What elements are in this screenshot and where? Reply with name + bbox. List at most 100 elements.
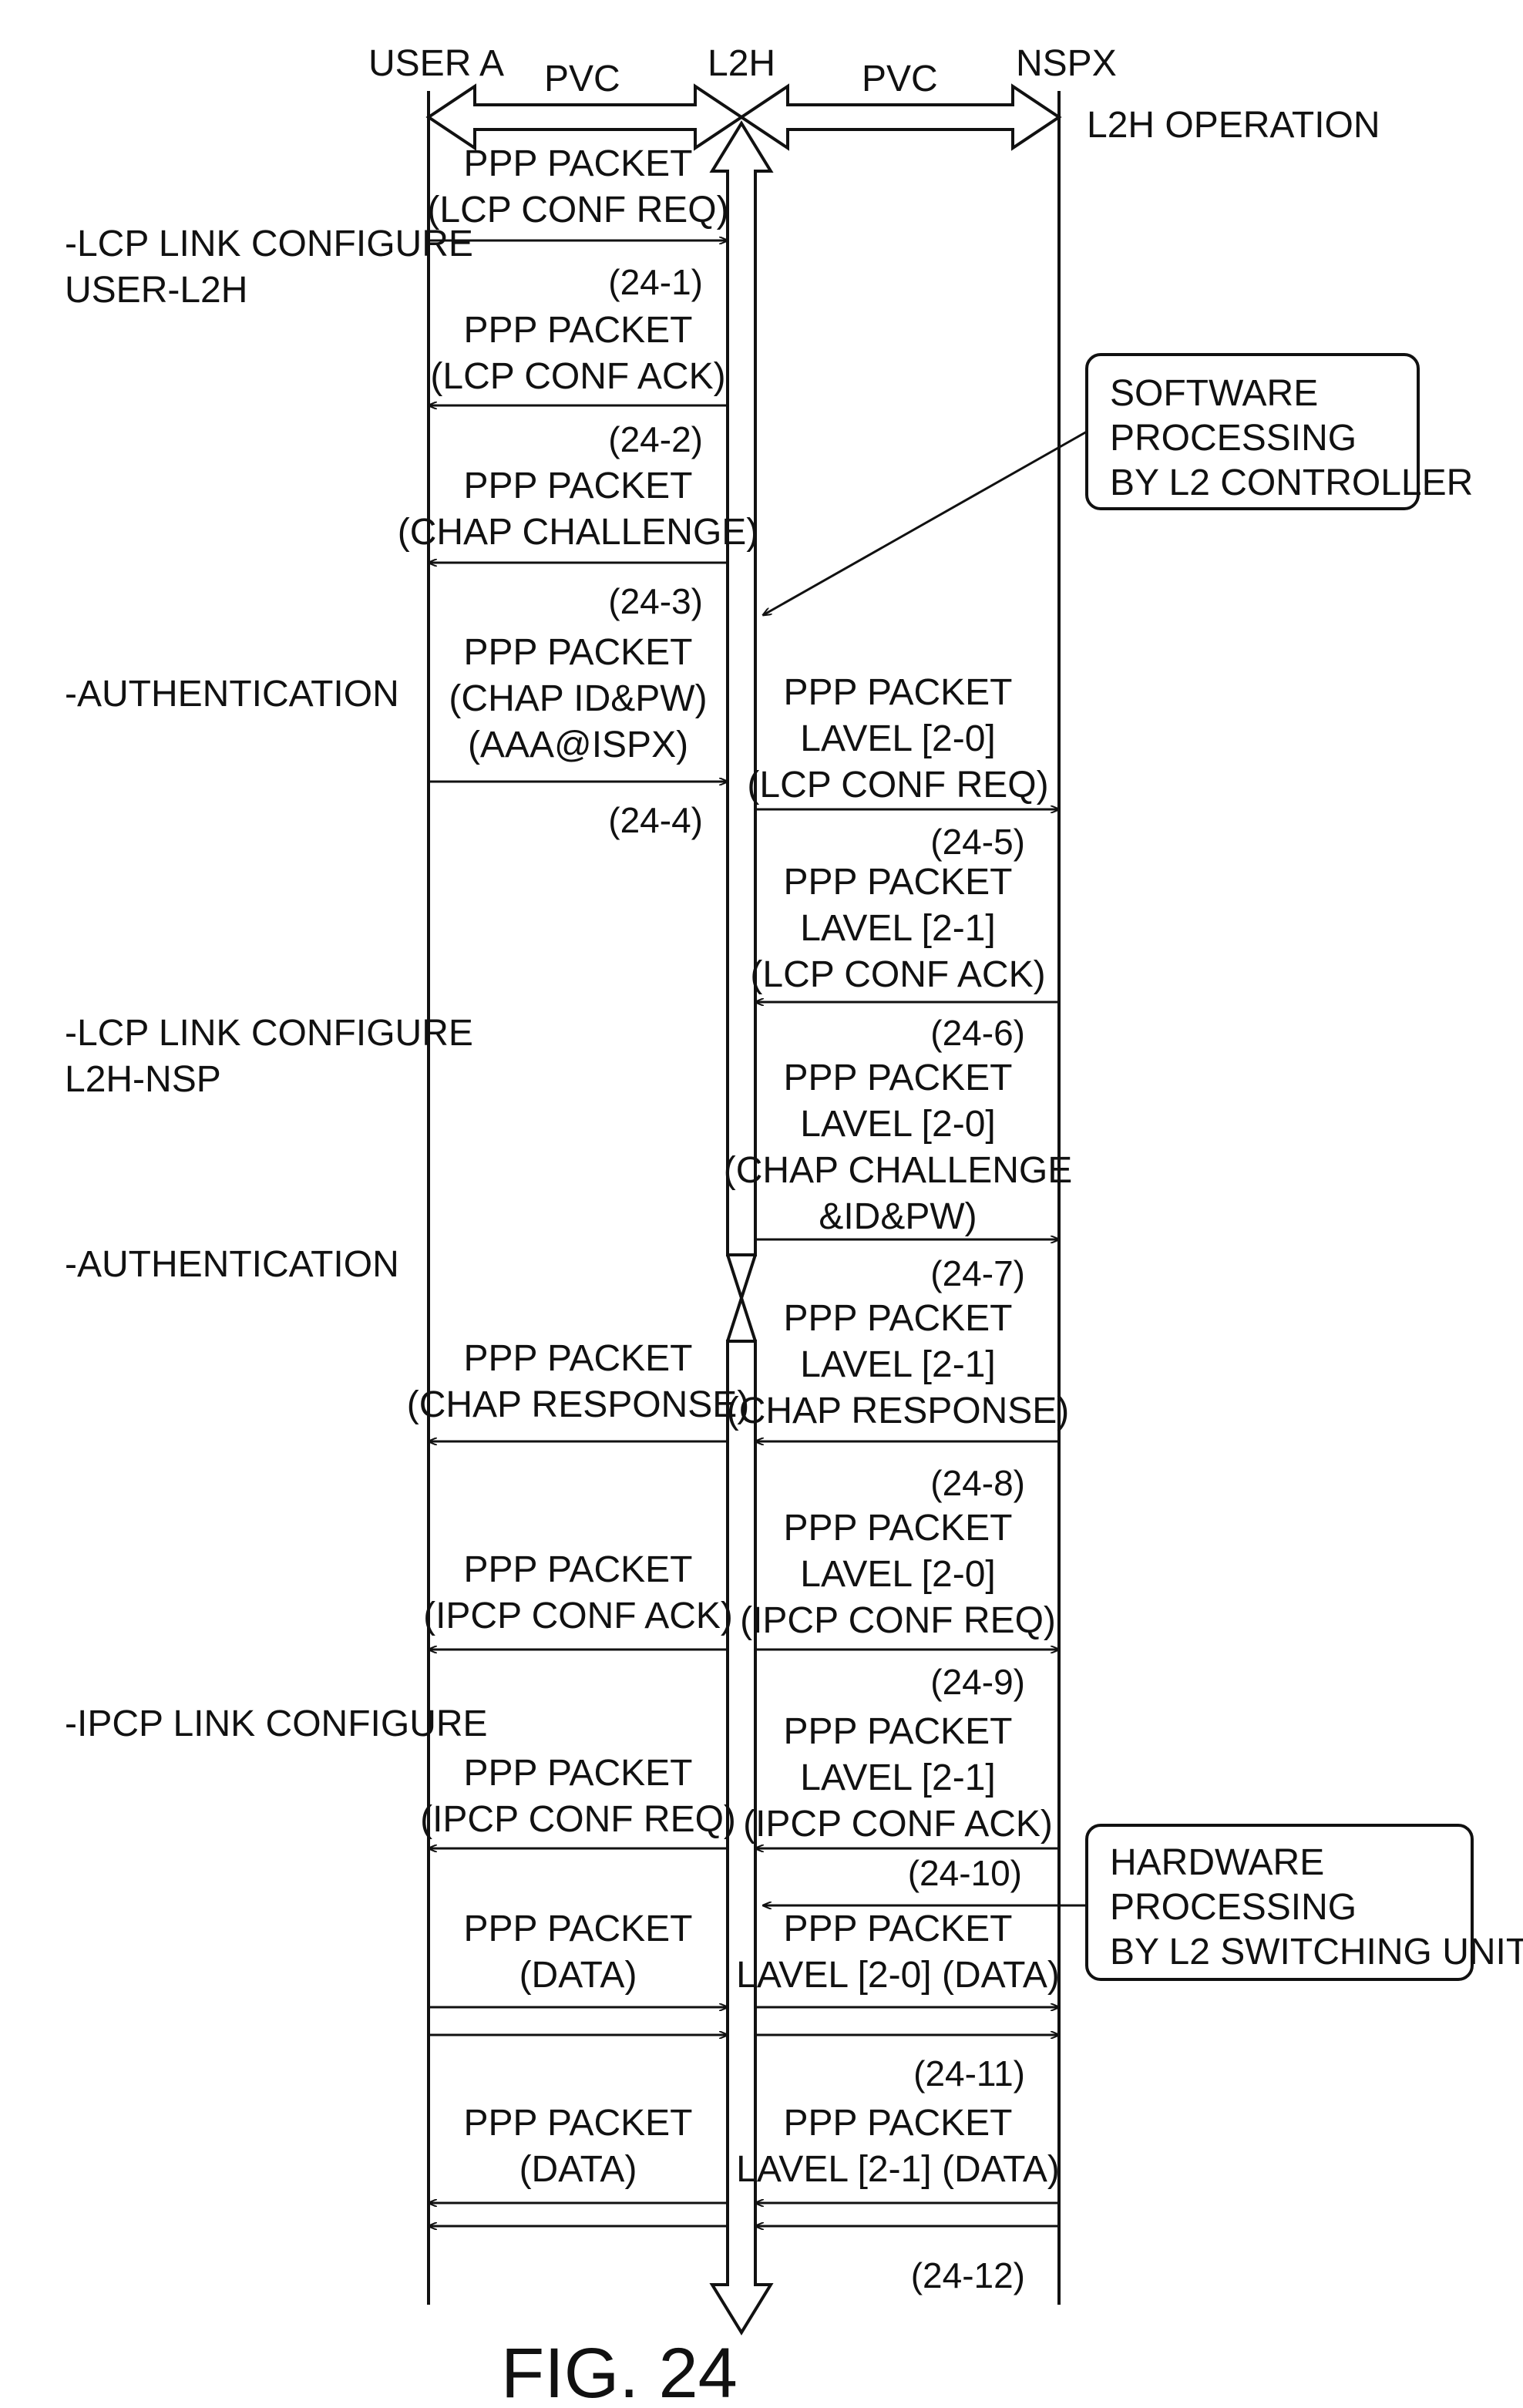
- hardware-processing-bar: [709, 1340, 774, 2336]
- message-id: (24-6): [930, 1013, 1025, 1053]
- message-label-line: (CHAP RESPONSE): [727, 1391, 1070, 1431]
- software-callout-pointer: [763, 430, 1088, 615]
- message-label-line: PPP PACKET: [464, 1909, 693, 1949]
- message-label-line: LAVEL [2-1]: [800, 1344, 995, 1385]
- message: PPP PACKET (CHAP RESPONSE): [407, 1338, 750, 1441]
- message-label-line: (LCP CONF ACK): [750, 954, 1045, 995]
- message-label-line: (CHAP CHALLENGE: [724, 1150, 1073, 1191]
- phase-label: -IPCP LINK CONFIGURE: [65, 1703, 488, 1744]
- callout-hardware-line-2: PROCESSING: [1110, 1887, 1357, 1928]
- lane-nsp-label: NSPX: [1016, 43, 1117, 84]
- message-label-line: (LCP CONF REQ): [747, 765, 1048, 805]
- message-id: (24-4): [608, 800, 703, 840]
- message-label-line: PPP PACKET: [464, 2103, 693, 2144]
- figure-label: FIG. 24: [501, 2334, 738, 2408]
- message-label-line: (IPCP CONF REQ): [420, 1799, 736, 1840]
- message-id: (24-9): [930, 1662, 1025, 1702]
- message: PPP PACKET LAVEL [2-1] (IPCP CONF ACK) (24-…: [743, 1711, 1059, 1893]
- message-label-line: (CHAP RESPONSE): [407, 1384, 750, 1425]
- callout-software-line-2: PROCESSING: [1110, 418, 1357, 459]
- message-label-line: (IPCP CONF ACK): [743, 1804, 1053, 1845]
- phase-label: -LCP LINK CONFIGURE USER-L2H: [65, 224, 473, 311]
- software-processing-bar: [709, 120, 774, 1256]
- phase-label: -LCP LINK CONFIGURE L2H-NSP: [65, 1013, 473, 1100]
- lane-user-label: USER A: [368, 43, 504, 84]
- phase-cross: [726, 1254, 757, 1342]
- message: PPP PACKET LAVEL [2-1] (LCP CONF ACK) (24-6…: [750, 862, 1059, 1053]
- message-label-line: (CHAP CHALLENGE): [398, 512, 759, 553]
- lane-l2h-label: L2H: [708, 43, 775, 84]
- message-label-line: PPP PACKET: [464, 632, 693, 673]
- message-label-line: (IPCP CONF ACK): [423, 1596, 733, 1636]
- message: PPP PACKET (DATA): [429, 1909, 728, 2035]
- phase-label: -AUTHENTICATION: [65, 674, 399, 715]
- message: PPP PACKET LAVEL [2-0] (IPCP CONF REQ) (24-…: [740, 1508, 1059, 1702]
- message-label-line: &ID&PW): [819, 1196, 977, 1237]
- phase-label-line: -LCP LINK CONFIGURE: [65, 1013, 473, 1054]
- message: PPP PACKET(CHAP ID&PW)(AAA@ISPX)(24-4): [429, 632, 728, 840]
- callout-hardware-line-3: BY L2 SWITCHING UNIT: [1110, 1932, 1523, 1972]
- message-label-line: PPP PACKET: [784, 672, 1013, 713]
- message-label-line: (LCP CONF REQ): [427, 190, 728, 230]
- message-label-line: PPP PACKET: [784, 1058, 1013, 1098]
- message-label-line: PPP PACKET: [784, 1909, 1013, 1949]
- message: PPP PACKET (IPCP CONF ACK): [423, 1549, 733, 1650]
- message-id: (24-3): [608, 581, 703, 621]
- phase-label-line: -AUTHENTICATION: [65, 1244, 399, 1285]
- message-id: (24-1): [608, 262, 703, 302]
- message-label-line: PPP PACKET: [464, 1338, 693, 1379]
- message-label-line: PPP PACKET: [784, 1508, 1013, 1549]
- message-label-line: (DATA): [519, 1955, 637, 1996]
- message-label-line: LAVEL [2-1]: [800, 1757, 995, 1798]
- message: PPP PACKET (DATA): [429, 2103, 728, 2226]
- pvc-right-label: PVC: [862, 59, 938, 99]
- message-label-line: LAVEL [2-0]: [800, 718, 995, 759]
- message: PPP PACKET LAVEL [2-1] (CHAP RESPONSE) (24-…: [727, 1298, 1070, 1503]
- phase-label-line: -LCP LINK CONFIGURE: [65, 224, 473, 264]
- message-label-line: PPP PACKET: [784, 2103, 1013, 2144]
- message-label-line: PPP PACKET: [464, 1549, 693, 1590]
- message-label-line: PPP PACKET: [784, 1298, 1013, 1339]
- message-label-line: PPP PACKET: [464, 1753, 693, 1794]
- phase-label-line: USER-L2H: [65, 270, 247, 311]
- message-label-line: PPP PACKET: [464, 143, 693, 184]
- message-id: (24-2): [608, 419, 703, 459]
- message-label-line: PPP PACKET: [784, 862, 1013, 903]
- message-id: (24-7): [930, 1253, 1025, 1293]
- message-label-line: PPP PACKET: [464, 310, 693, 351]
- message-label-line: (DATA): [519, 2149, 637, 2190]
- pvc-right-double-arrow: [738, 83, 1062, 151]
- message-label-line: LAVEL [2-1] (DATA): [736, 2149, 1060, 2190]
- phase-label-line: -IPCP LINK CONFIGURE: [65, 1703, 488, 1744]
- message-id: (24-8): [930, 1463, 1025, 1503]
- message-id: (24-11): [913, 2053, 1025, 2094]
- message-label-line: PPP PACKET: [784, 1711, 1013, 1752]
- software-processing-callout: SOFTWARE PROCESSING BY L2 CONTROLLER: [1085, 353, 1473, 510]
- callout-software-line-3: BY L2 CONTROLLER: [1110, 462, 1473, 503]
- message: PPP PACKET (LCP CONF ACK) (24-2): [429, 310, 728, 459]
- phase-label: -AUTHENTICATION: [65, 1244, 399, 1285]
- message-label-line: LAVEL [2-0]: [800, 1554, 995, 1595]
- l2h-operation-heading: L2H OPERATION: [1087, 105, 1380, 146]
- message-id: (24-10): [908, 1853, 1022, 1893]
- message-id: (24-5): [930, 822, 1025, 862]
- message-label-line: (CHAP ID&PW): [449, 678, 707, 719]
- hardware-processing-callout: HARDWARE PROCESSING BY L2 SWITCHING UNIT: [1085, 1824, 1523, 1981]
- phase-label-line: -AUTHENTICATION: [65, 674, 399, 715]
- message: PPP PACKET (LCP CONF REQ) (24-1): [427, 143, 728, 302]
- message-label-line: (LCP CONF ACK): [430, 356, 725, 397]
- message-label-line: LAVEL [2-1]: [800, 908, 995, 949]
- callout-software-line-1: SOFTWARE: [1110, 373, 1318, 414]
- pvc-left-label: PVC: [544, 59, 620, 99]
- message: PPP PACKET (CHAP CHALLENGE) (24-3): [398, 466, 759, 621]
- message: PPP PACKET LAVEL [2-0] (LCP CONF REQ) (24-5…: [747, 672, 1059, 862]
- message-label-line: (IPCP CONF REQ): [740, 1600, 1056, 1641]
- phase-label-line: L2H-NSP: [65, 1059, 221, 1100]
- message-label-line: PPP PACKET: [464, 466, 693, 506]
- message: PPP PACKET (IPCP CONF REQ): [420, 1753, 736, 1848]
- callout-hardware-line-1: HARDWARE: [1110, 1842, 1324, 1883]
